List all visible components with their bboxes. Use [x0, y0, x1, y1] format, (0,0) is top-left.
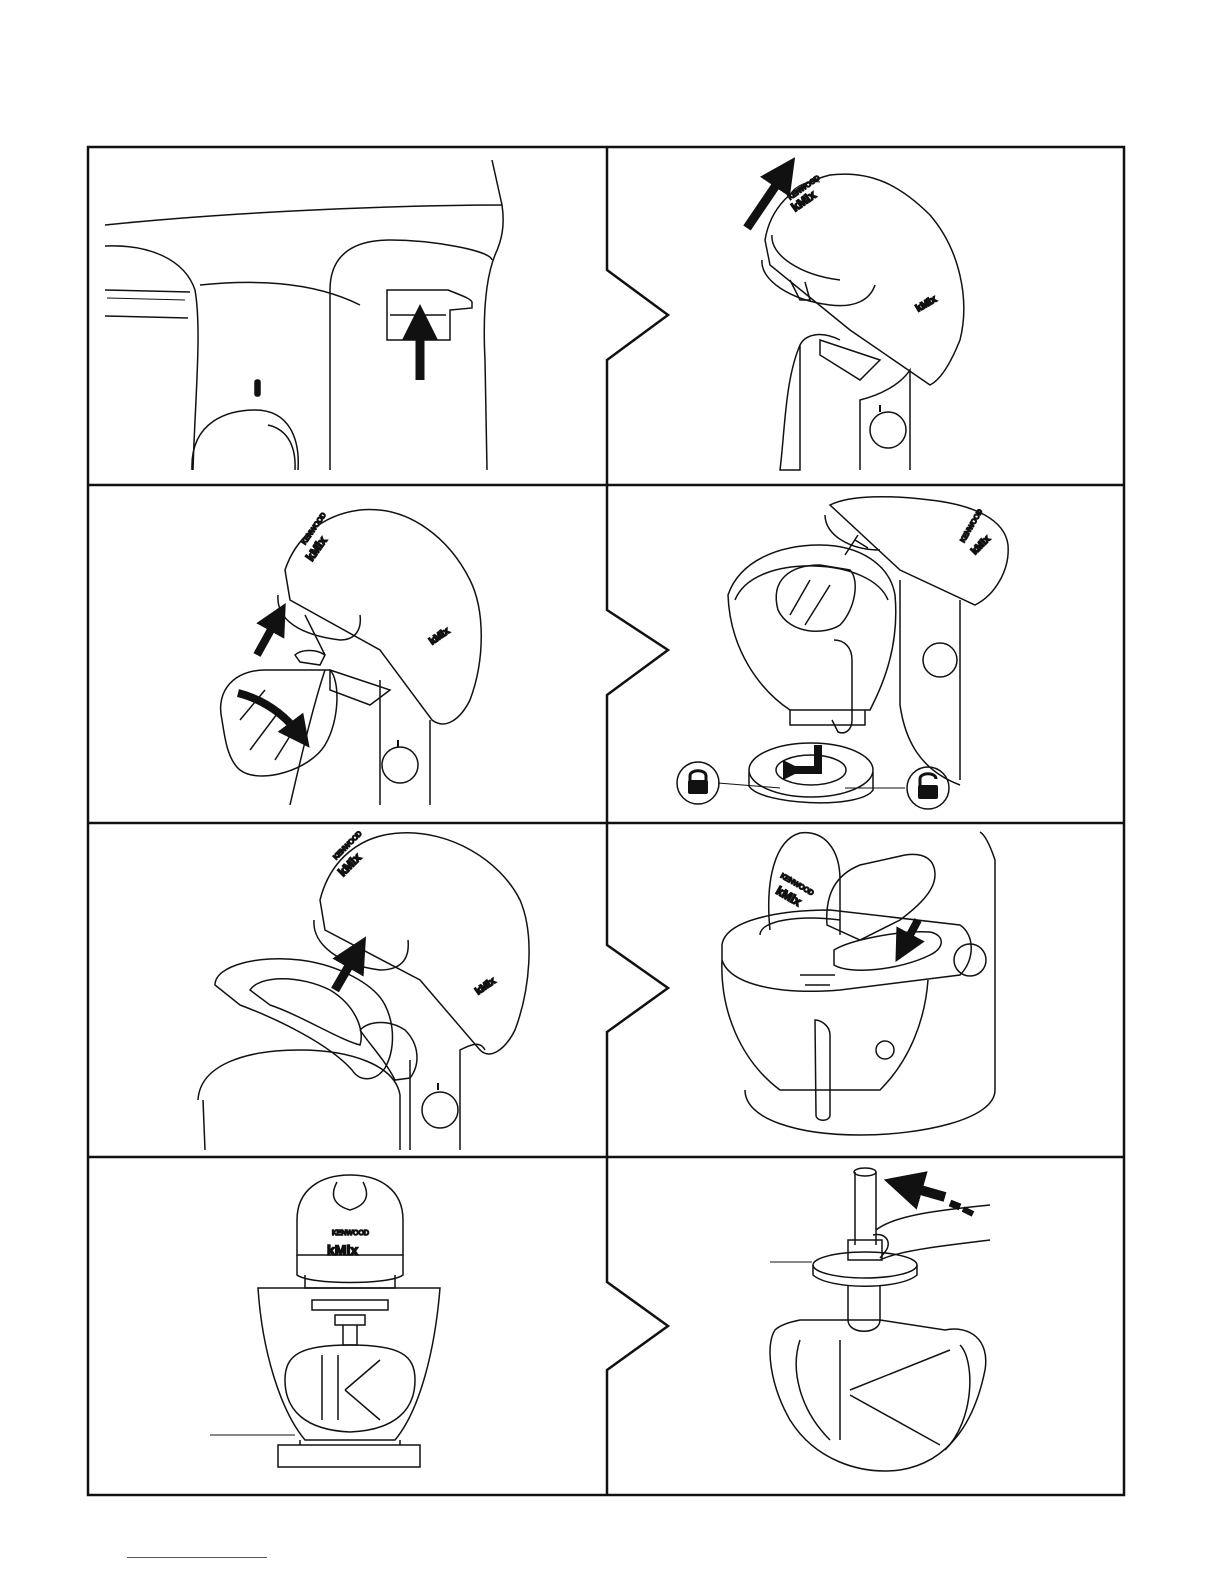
svg-text:kMix: kMix	[427, 625, 452, 647]
panel-6: KENWOOD kMix	[722, 832, 995, 1135]
panel-7: KENWOOD kMix	[210, 1175, 440, 1467]
panel-1	[105, 160, 503, 470]
panel-2: KENWOOD kMix kMix	[747, 172, 964, 470]
panel-3: KENWOOD kMix kMix	[221, 510, 482, 805]
panel-5: KENWOOD kMix kMix	[198, 830, 529, 1150]
lock-icon	[690, 771, 706, 781]
svg-text:kMix: kMix	[473, 975, 498, 997]
unlock-icon	[920, 774, 936, 786]
sequence-chevron-icon	[607, 147, 668, 1495]
panel-4: KENWOOD kMix	[677, 497, 1008, 809]
footer-link-underline	[127, 1557, 267, 1558]
panel-8	[770, 1168, 990, 1471]
svg-text:kMix: kMix	[914, 294, 939, 315]
arrow-up-icon	[903, 920, 918, 948]
arrow-up-icon	[747, 172, 785, 228]
svg-text:KENWOOD: KENWOOD	[332, 1230, 369, 1237]
svg-text:kMix: kMix	[969, 533, 993, 557]
svg-text:kMix: kMix	[327, 1242, 358, 1258]
arrow-up-icon	[257, 617, 278, 655]
arrow-up-icon	[903, 1185, 945, 1197]
